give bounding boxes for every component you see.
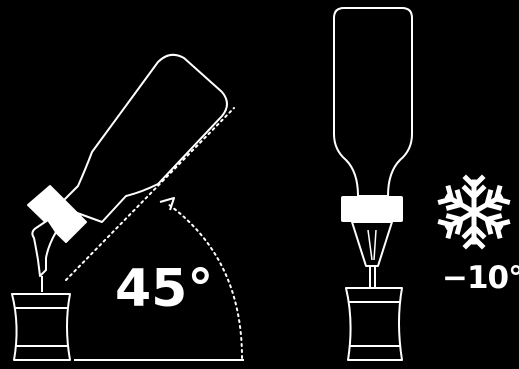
bottle-collar-upright xyxy=(341,196,403,222)
pour-spout xyxy=(32,220,56,276)
angle-arrowhead xyxy=(160,198,174,210)
snowflake-icon xyxy=(440,178,508,246)
shot-glass-right xyxy=(346,288,402,360)
angle-label: 45° xyxy=(115,259,213,319)
upright-bottle xyxy=(334,8,412,196)
left-pour-illustration: 45° xyxy=(12,55,244,360)
right-frozen-illustration: −10° xyxy=(334,8,519,360)
tilted-bottle xyxy=(28,55,227,292)
shot-glass-left xyxy=(12,294,70,360)
temperature-label: −10° xyxy=(442,260,519,296)
